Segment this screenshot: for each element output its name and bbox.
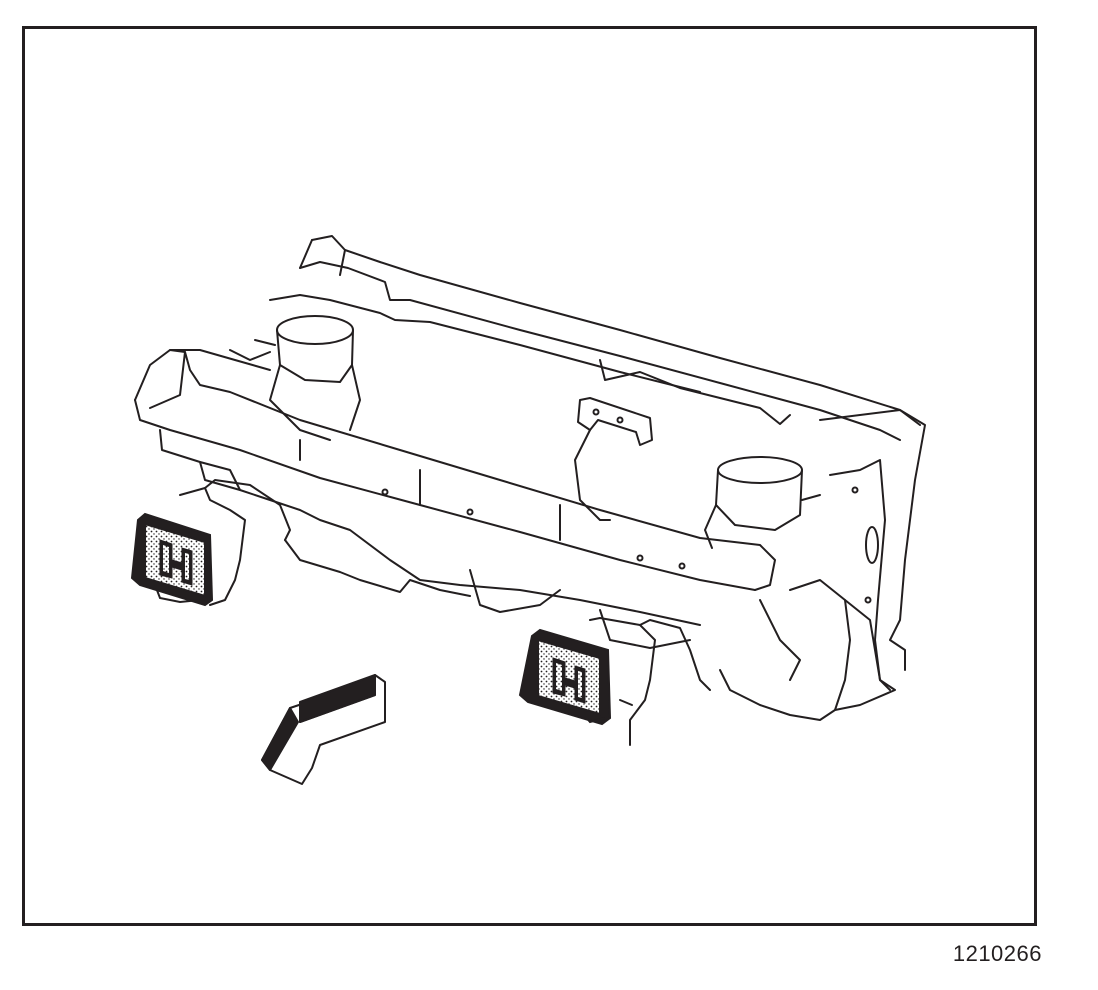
figure-id-number: 1210266 bbox=[952, 941, 1042, 966]
right-fender-apron bbox=[719, 409, 926, 721]
center-bracket bbox=[574, 397, 653, 521]
left-bumper-bracket bbox=[130, 512, 214, 607]
upper-tie-bar bbox=[134, 349, 776, 591]
right-bumper-bracket bbox=[518, 628, 612, 726]
left-frame-rail bbox=[179, 479, 291, 606]
left-strut-tower bbox=[229, 315, 361, 441]
illustration-frame bbox=[22, 26, 1037, 926]
front-direction-arrow-icon bbox=[261, 674, 386, 785]
right-strut-tower bbox=[704, 456, 821, 549]
lower-crossmember bbox=[159, 429, 701, 649]
cowl-panel bbox=[269, 235, 921, 441]
right-frame-rail bbox=[589, 617, 711, 746]
